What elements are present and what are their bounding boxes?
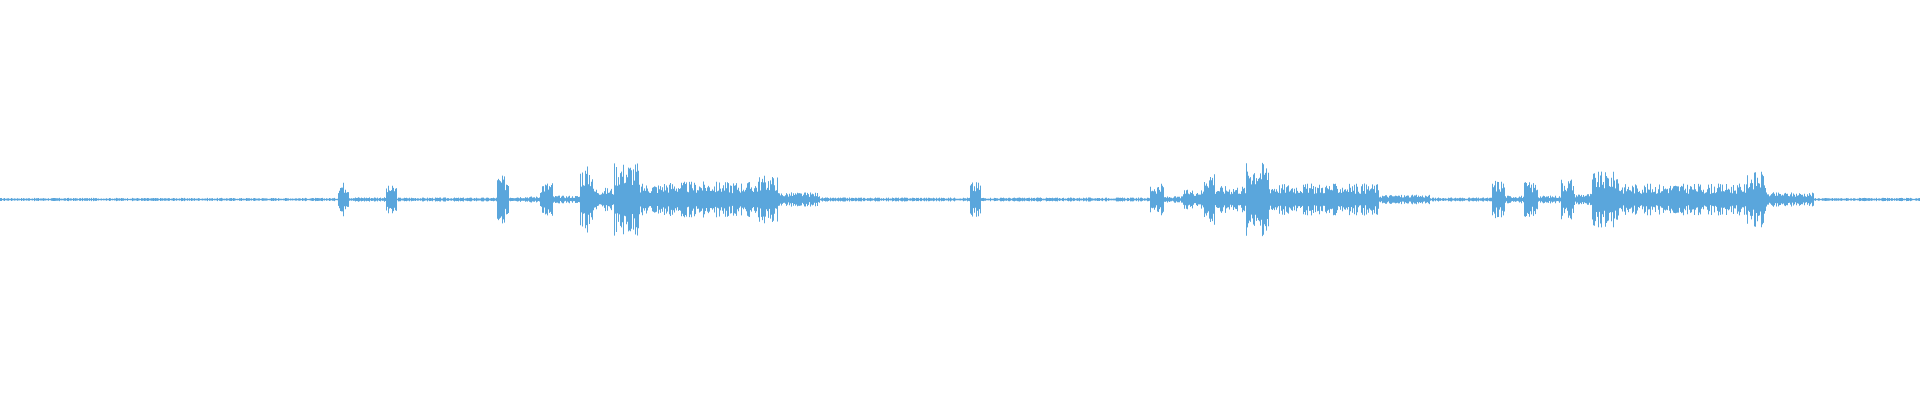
waveform-peaks	[0, 162, 1920, 237]
waveform-bars	[0, 162, 1920, 237]
